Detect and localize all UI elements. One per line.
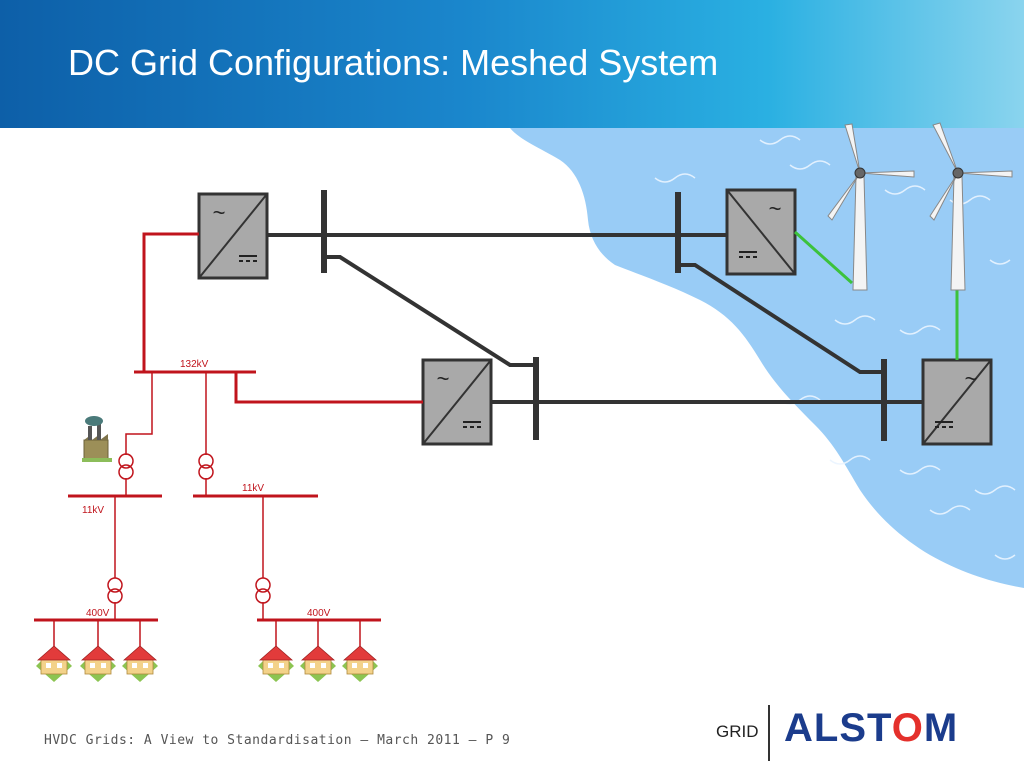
transformers xyxy=(107,453,271,604)
ac-symbol: ~ xyxy=(437,366,450,391)
label-132kv: 132kV xyxy=(180,359,209,370)
houses-left xyxy=(36,645,158,682)
transformer-icon xyxy=(198,453,214,480)
dc-lines xyxy=(268,233,922,404)
ac-symbol: ~ xyxy=(965,366,978,391)
sea-waves xyxy=(654,135,1016,560)
house-icon xyxy=(258,645,294,682)
house-icon xyxy=(300,645,336,682)
house-icon xyxy=(342,645,378,682)
label-11kv-right: 11kV xyxy=(242,483,264,494)
logo-separator xyxy=(768,705,770,761)
house-icon xyxy=(36,645,72,682)
dc-symbol xyxy=(239,255,257,262)
wind-turbine-2 xyxy=(929,122,1013,291)
transformer-icon xyxy=(255,577,271,604)
dc-busbars xyxy=(321,190,887,441)
dc-symbol xyxy=(463,421,481,428)
footer-caption: HVDC Grids: A View to Standardisation – … xyxy=(44,733,511,748)
label-11kv-left: 11kV xyxy=(82,505,104,516)
house-icon xyxy=(80,645,116,682)
label-400v-left: 400V xyxy=(86,608,110,619)
houses-right xyxy=(258,645,378,682)
ac-symbol: ~ xyxy=(213,200,226,225)
ac-feeders xyxy=(34,370,381,648)
converter-station-4: ~ xyxy=(921,358,993,446)
ac-lines xyxy=(142,232,423,404)
header-banner xyxy=(0,0,1024,128)
dc-symbol xyxy=(739,251,757,258)
ac-symbol: ~ xyxy=(769,196,782,221)
sea-area xyxy=(510,128,1024,588)
converter-station-3: ~ xyxy=(421,358,493,446)
factory-icon xyxy=(82,416,112,462)
converter-station-1: ~ xyxy=(197,192,269,280)
alstom-logo: ALSTOM xyxy=(784,706,959,750)
converter-station-2: ~ xyxy=(725,188,797,276)
dc-symbol xyxy=(935,421,953,428)
slide-title: DC Grid Configurations: Meshed System xyxy=(68,42,719,83)
transformer-icon xyxy=(107,577,123,604)
label-400v-right: 400V xyxy=(307,608,331,619)
transformer-icon xyxy=(118,453,134,480)
wind-turbine-1 xyxy=(827,123,915,291)
house-icon xyxy=(122,645,158,682)
brand-division: GRID xyxy=(716,722,759,741)
wind-links xyxy=(793,230,959,360)
